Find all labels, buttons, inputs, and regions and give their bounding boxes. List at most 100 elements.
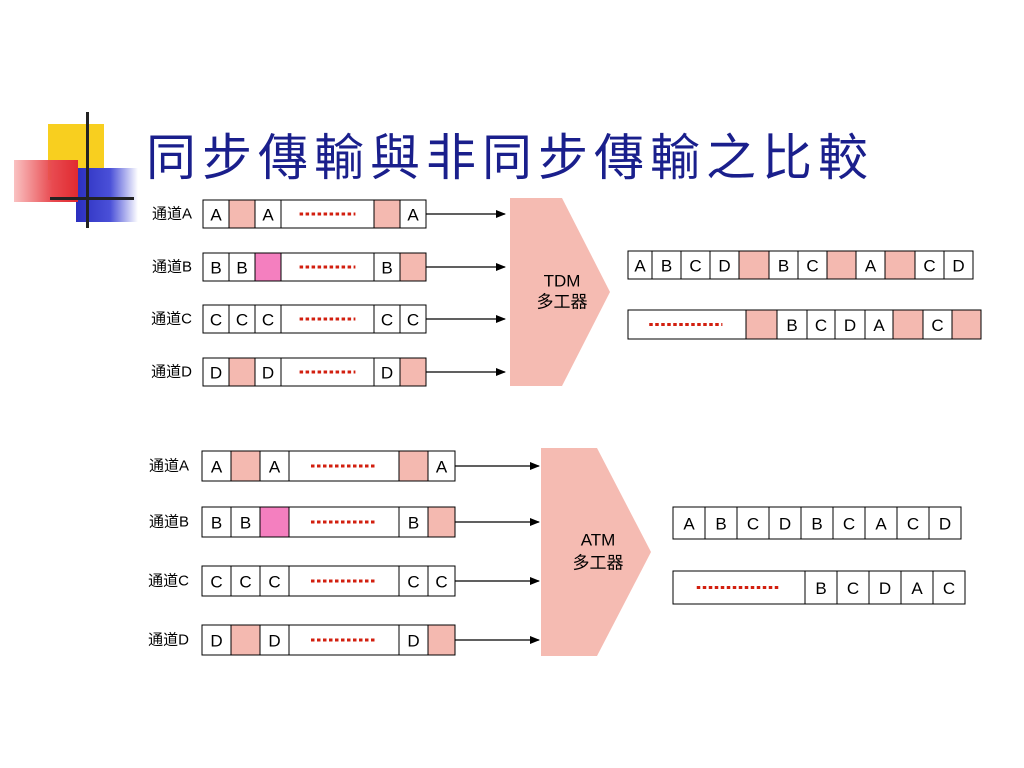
tdm-channel-slot <box>254 199 282 229</box>
atm-channel-slot <box>398 624 429 656</box>
tdm-output-slot <box>922 309 953 340</box>
decor-red-square <box>14 160 78 202</box>
atm-output-slot <box>864 506 898 540</box>
tdm-channel-slot <box>399 252 427 282</box>
tdm-output-slot-label: B <box>778 257 789 276</box>
tdm-channel-slot-gap <box>280 252 375 282</box>
atm-output-slot <box>868 570 902 605</box>
tdm-output-slot-label: C <box>806 257 818 276</box>
tdm-channel-slot <box>202 199 230 229</box>
tdm-output-slot <box>776 309 808 340</box>
atm-output-slot-label: C <box>907 515 919 534</box>
tdm-output-slot <box>951 309 982 340</box>
atm-channel-slot <box>398 506 429 538</box>
tdm-channel-label: 通道C <box>151 311 192 328</box>
tdm-multiplexer <box>510 198 610 386</box>
atm-channel-slot-label: D <box>407 632 419 651</box>
tdm-channel-slot-label: A <box>407 206 419 225</box>
atm-output-slot-label: C <box>843 515 855 534</box>
tdm-channel-slot-gap <box>280 304 375 334</box>
atm-channel-slot <box>398 450 429 482</box>
atm-channel-slot <box>230 450 261 482</box>
tdm-output-slot <box>768 250 799 280</box>
slide-title: 同步傳輸與非同步傳輸之比較 <box>146 129 874 187</box>
atm-output-slot-label: C <box>847 579 859 598</box>
atm-channel-slot <box>427 450 456 482</box>
tdm-multiplexer-label: TDM <box>544 272 581 291</box>
tdm-output-slot <box>680 250 711 280</box>
tdm-output-slot <box>651 250 682 280</box>
atm-output-slot <box>932 570 966 605</box>
atm-output-slot-label: C <box>747 515 759 534</box>
atm-output-slot <box>804 570 838 605</box>
tdm-output-slot <box>738 250 770 280</box>
tdm-output-slot-label: D <box>844 316 856 335</box>
atm-output-slot-label: C <box>943 579 955 598</box>
atm-channel-slot-label: B <box>408 514 419 533</box>
atm-channel-slot <box>427 624 456 656</box>
tdm-channel-slot-label: C <box>262 311 274 330</box>
atm-channel-slot <box>259 624 290 656</box>
tdm-channel-slot <box>202 357 230 387</box>
tdm-output-slot <box>864 309 894 340</box>
atm-output-slot <box>800 506 834 540</box>
atm-output-slot <box>768 506 802 540</box>
tdm-output-slot <box>914 250 945 280</box>
atm-output-slot-label: B <box>811 515 822 534</box>
tdm-channel-slot <box>373 199 401 229</box>
atm-channel-slot-label: A <box>436 458 448 477</box>
tdm-channel-label: 通道D <box>151 364 192 381</box>
atm-channel-slot-label: B <box>240 514 251 533</box>
atm-channel-label: 通道D <box>148 632 189 649</box>
atm-channel-slot <box>259 450 290 482</box>
tdm-output-slot <box>892 309 924 340</box>
tdm-channel-slot-label: C <box>210 311 222 330</box>
atm-channel-slot <box>230 624 261 656</box>
atm-channel-label: 通道C <box>148 573 189 590</box>
atm-channel-slot-label: C <box>407 573 419 592</box>
tdm-channel-slot <box>202 252 230 282</box>
tdm-channel-slot-label: C <box>236 311 248 330</box>
atm-output-slot <box>900 570 934 605</box>
atm-channel-slot-label: C <box>210 573 222 592</box>
tdm-output-slot-label: C <box>923 257 935 276</box>
atm-output-slot-label: D <box>939 515 951 534</box>
tdm-channel-slot-label: B <box>236 259 247 278</box>
tdm-output-slot <box>826 250 857 280</box>
tdm-channel-slot-label: B <box>210 259 221 278</box>
atm-channel-slot <box>201 450 232 482</box>
atm-output-slot-label: A <box>911 579 923 598</box>
tdm-channel-slot <box>254 304 282 334</box>
atm-output-slot-label: A <box>683 515 695 534</box>
atm-output-slot <box>836 570 870 605</box>
tdm-output-slot <box>943 250 974 280</box>
atm-multiplexer-label: ATM <box>581 531 616 550</box>
atm-channel-slot-label: D <box>210 632 222 651</box>
atm-channel-slot-label: B <box>211 514 222 533</box>
atm-output-slot <box>672 506 706 540</box>
atm-channel-slot-label: C <box>435 573 447 592</box>
tdm-channel-slot <box>399 199 427 229</box>
atm-channel-slot <box>259 565 290 597</box>
tdm-channel-slot <box>228 304 256 334</box>
atm-channel-slot <box>427 565 456 597</box>
tdm-output-slot-label: D <box>718 257 730 276</box>
tdm-output-slot-label: A <box>634 257 646 276</box>
tdm-output-slot <box>745 309 778 340</box>
tdm-output-slot-label: C <box>815 316 827 335</box>
atm-channel-label: 通道A <box>149 458 189 475</box>
tdm-output-slot-label: C <box>689 257 701 276</box>
tdm-output-slot-label: A <box>873 316 885 335</box>
atm-output-slot-label: D <box>879 579 891 598</box>
tdm-channel-slot-gap <box>280 199 375 229</box>
tdm-output-slot-label: B <box>786 316 797 335</box>
tdm-channel-slot-label: C <box>381 311 393 330</box>
tdm-output-slot-label: C <box>931 316 943 335</box>
tdm-channel-slot-label: B <box>381 259 392 278</box>
tdm-multiplexer-sublabel: 多工器 <box>537 293 588 312</box>
tdm-output-slot <box>855 250 886 280</box>
tdm-output-slot <box>797 250 828 280</box>
tdm-channel-slot-label: A <box>262 206 274 225</box>
tdm-output-slot-gap <box>627 309 747 340</box>
